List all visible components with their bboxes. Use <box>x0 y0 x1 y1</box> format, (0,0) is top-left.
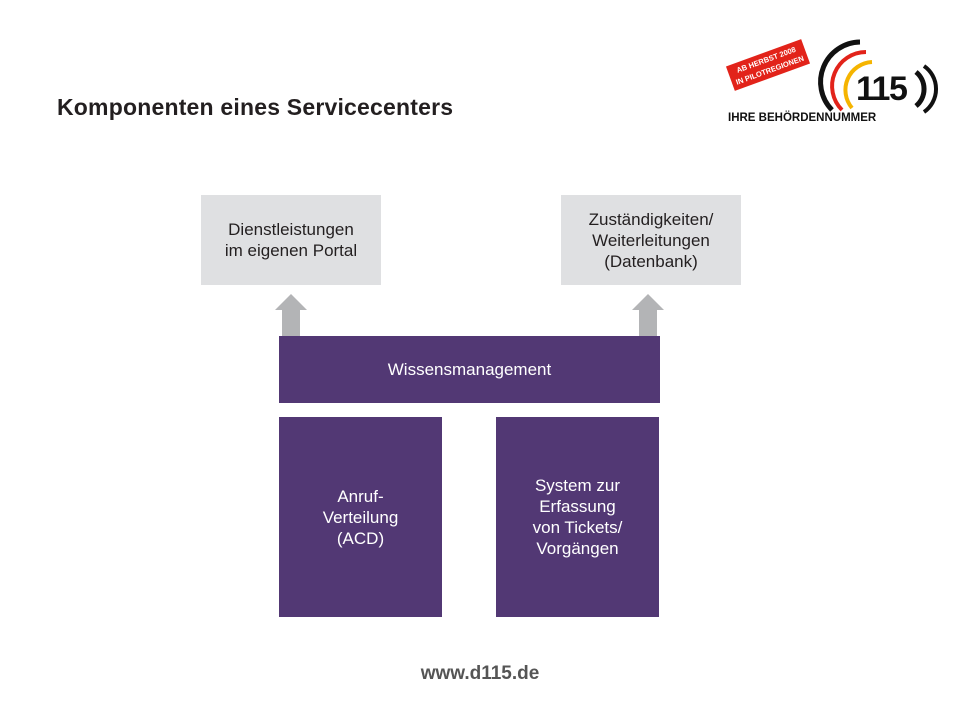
footer-url: www.d115.de <box>420 663 540 684</box>
knowledge-management-box: Wissensmanagement <box>279 336 660 403</box>
ticket-system-box: System zur Erfassung von Tickets/ Vorgän… <box>496 417 659 617</box>
database-box-label: Zuständigkeiten/ Weiterleitungen (Datenb… <box>588 209 714 271</box>
logo-number: 115 <box>856 70 908 108</box>
arrow-up-icon <box>275 294 307 336</box>
logo-arcs-icon <box>818 39 938 114</box>
acd-box: Anruf- Verteilung (ACD) <box>279 417 442 617</box>
portal-box: Dienstleistungen im eigenen Portal <box>201 195 381 285</box>
ticket-system-label: System zur Erfassung von Tickets/ Vorgän… <box>532 476 623 558</box>
arrow-up-icon <box>632 294 664 336</box>
logo-115: AB HERBST 2008 IN PILOTREGIONEN 115 IHRE… <box>720 20 940 135</box>
portal-box-label: Dienstleistungen im eigenen Portal <box>224 220 358 260</box>
database-box: Zuständigkeiten/ Weiterleitungen (Datenb… <box>561 195 741 285</box>
logo-tagline: IHRE BEHÖRDENNUMMER <box>728 112 877 124</box>
slide-title: Komponenten eines Servicecenters <box>57 94 454 120</box>
acd-box-label: Anruf- Verteilung (ACD) <box>322 486 399 548</box>
knowledge-management-label: Wissensmanagement <box>387 360 552 379</box>
